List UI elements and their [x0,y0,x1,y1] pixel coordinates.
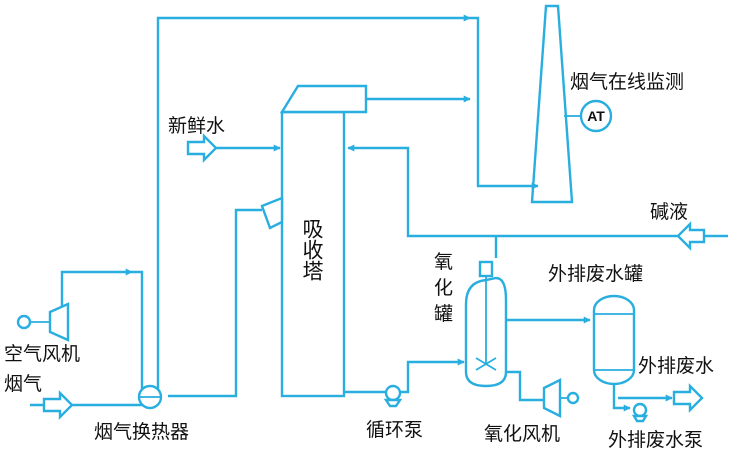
heat-exchanger-label: 烟气换热器 [94,421,189,443]
waste-water-tank [592,294,636,386]
analyzer-tag: AT [587,108,605,124]
waste-pump-label: 外排废水泵 [608,429,703,451]
absorber-inlet-nozzle [260,196,284,230]
agitator-motor [478,260,494,278]
air-fan-label: 空气风机 [4,343,80,365]
circulation-pump-label: 循环泵 [366,419,423,441]
absorber-label: 吸收塔 [300,218,324,281]
oxidation-tank-label-2: 化 [434,277,453,299]
pump-icon [632,402,648,418]
arrow-icon [186,133,218,163]
analyzer-icon [579,99,613,133]
arrow-icon [42,390,74,420]
blower-icon [542,378,562,418]
absorber-hood [279,84,368,114]
air-fan [16,302,70,342]
agitator-icon [475,357,497,371]
absorber-tower-icon [280,110,346,398]
circulation-pump [383,384,403,408]
blower-icon [48,302,70,342]
motor-icon [16,314,32,330]
fresh-water-label: 新鲜水 [168,115,225,137]
chimney-icon [530,4,574,204]
oxidation-tank-label-1: 氧 [434,251,453,273]
waste-water-label: 外排废水 [638,355,714,377]
oxidation-fan [542,378,580,418]
oxidation-tank [464,260,508,388]
arrow-icon [672,383,704,413]
motor-icon [566,391,580,405]
analyzer-instrument: AT [564,99,613,133]
flue-gas-monitor-label: 烟气在线监测 [570,71,684,93]
feed-arrows [42,133,706,420]
absorber-tower [260,84,368,398]
lye-label: 碱液 [650,201,688,223]
flue-gas-label: 烟气 [4,373,42,395]
chimney [530,4,574,204]
pump-icon [384,384,402,402]
waste-water-pump [631,402,649,423]
tank-icon [592,294,636,386]
waste-tank-label: 外排废水罐 [548,263,643,285]
oxidation-fan-label: 氧化风机 [484,423,560,445]
heat-exchanger [137,384,163,410]
oxidation-tank-label-3: 罐 [434,303,453,325]
arrow-icon [676,221,706,251]
